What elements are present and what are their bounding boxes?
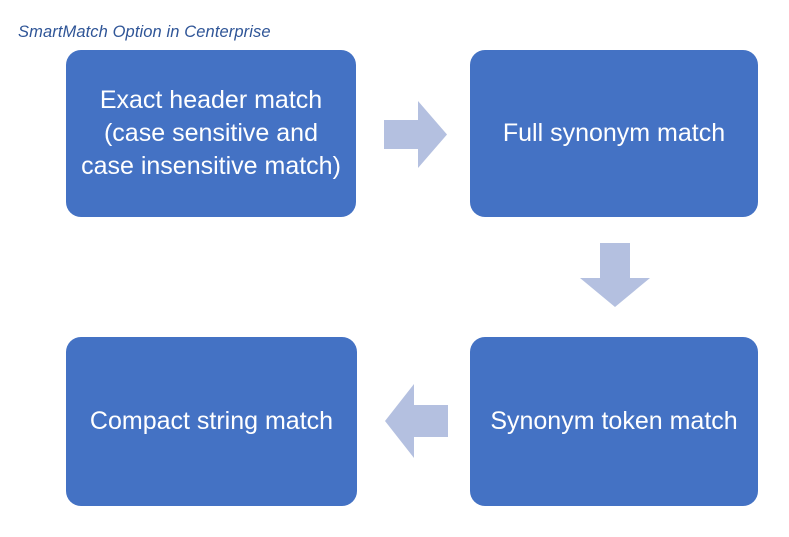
flow-node-label: Full synonym match	[502, 119, 726, 147]
flow-node-label: Compact string match	[89, 407, 334, 435]
arrow-down-icon	[580, 243, 650, 307]
flow-node-label: Synonym token match	[490, 407, 738, 435]
flow-node-synonym-token-match[interactable]: Synonym token match	[470, 337, 758, 506]
flow-node-label: Exact header match (case sensitive and c…	[81, 86, 341, 180]
arrow-right-icon	[384, 101, 447, 168]
page-title: SmartMatch Option in Centerprise	[18, 23, 271, 41]
arrow-left-icon	[385, 384, 448, 458]
flow-node-exact-header-match[interactable]: Exact header match (case sensitive and c…	[66, 50, 356, 217]
flow-node-compact-string-match[interactable]: Compact string match	[66, 337, 357, 506]
flow-node-full-synonym-match[interactable]: Full synonym match	[470, 50, 758, 217]
